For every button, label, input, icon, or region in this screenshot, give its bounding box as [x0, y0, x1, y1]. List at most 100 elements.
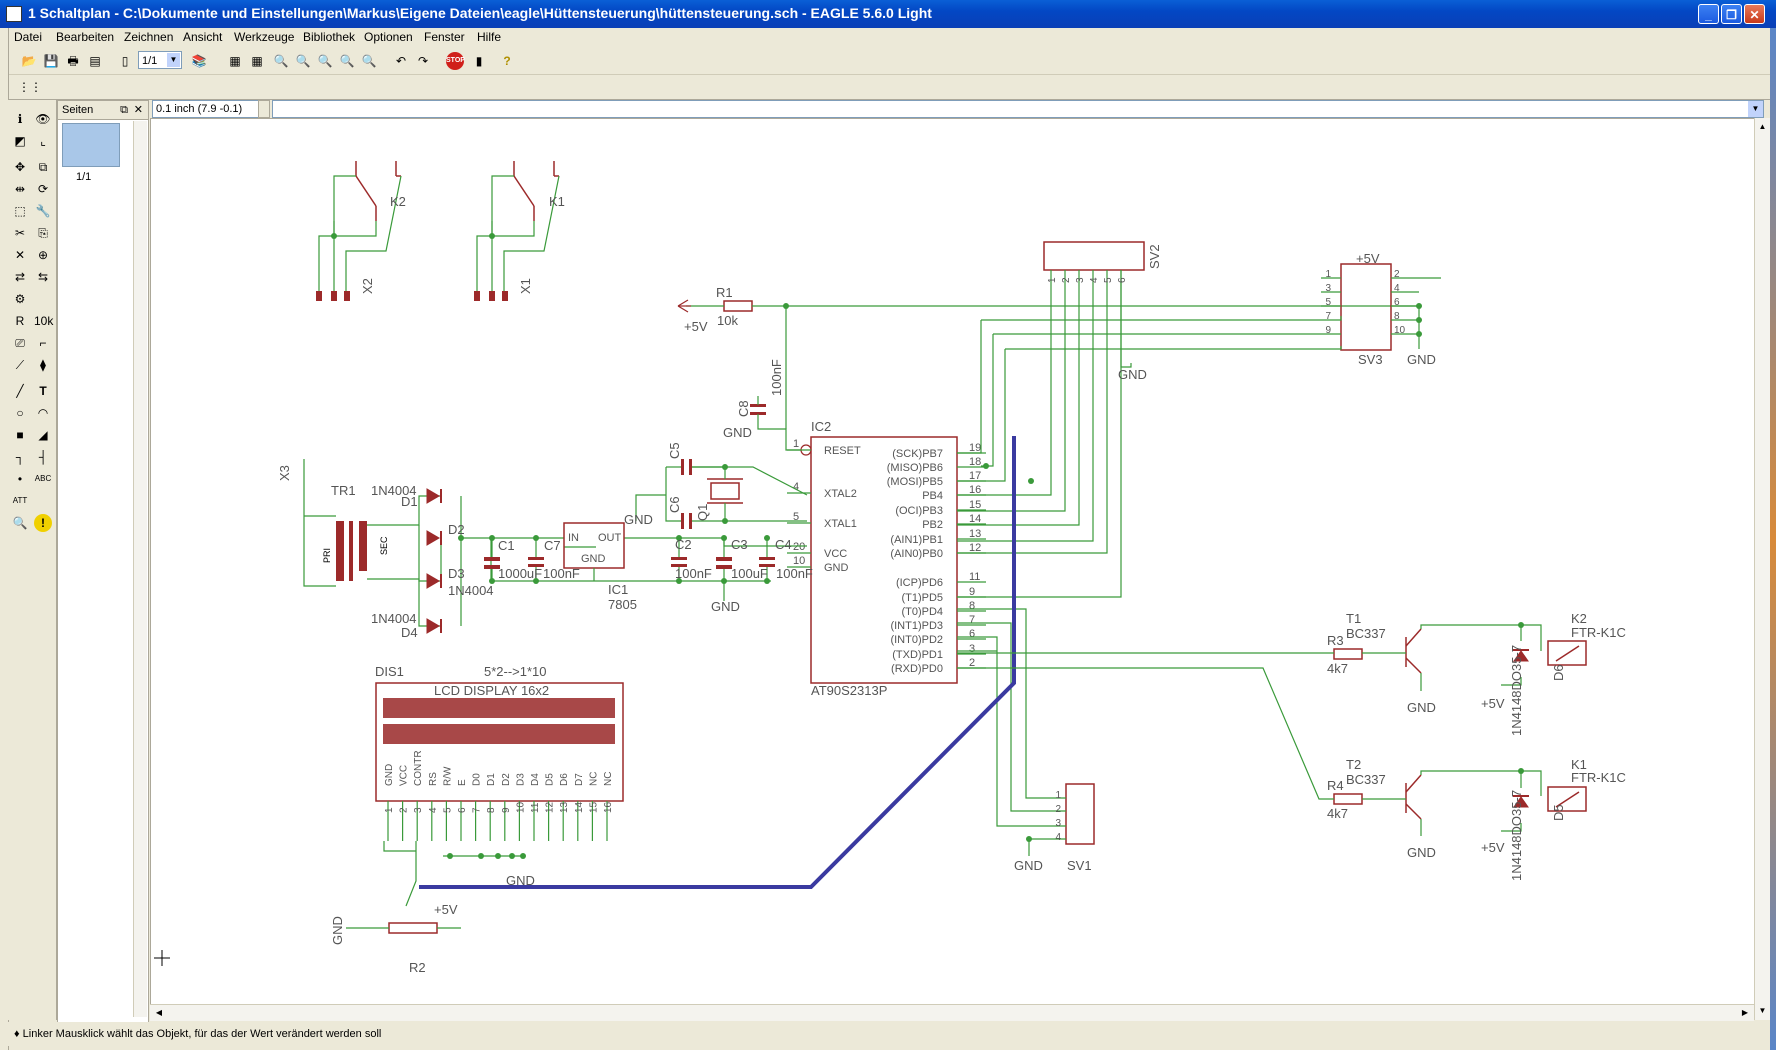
menu-werkzeuge[interactable]: Werkzeuge [234, 30, 295, 44]
menu-datei[interactable]: Datei [14, 30, 43, 44]
circle-icon[interactable]: ○ [16, 406, 24, 420]
potentiometer-r2[interactable] [388, 922, 438, 934]
crystal-q1[interactable] [707, 478, 743, 504]
close-button[interactable]: ✕ [1744, 4, 1765, 24]
command-line-input[interactable] [272, 100, 1764, 118]
transistor-t2[interactable] [1405, 774, 1422, 820]
minimize-button[interactable]: _ [1698, 4, 1719, 24]
stop-icon[interactable]: STOP [446, 52, 465, 70]
pages-scrollbar[interactable] [133, 121, 147, 1017]
scroll-right-icon[interactable]: ▶ [1741, 1008, 1749, 1017]
show-icon[interactable]: 👁 [35, 112, 51, 126]
script-icon[interactable]: ▦ [229, 54, 241, 68]
transformer-tr1[interactable] [336, 521, 367, 581]
header-sv1[interactable] [1065, 783, 1095, 845]
command-history-chevron-down-icon[interactable]: ▼ [1748, 101, 1763, 117]
run-ulp-icon[interactable]: ▦ [251, 54, 263, 68]
menu-optionen[interactable]: Optionen [364, 30, 413, 44]
relay-contact-k2[interactable] [355, 161, 401, 221]
relay-coil-k1[interactable] [1547, 786, 1587, 812]
chevron-down-icon[interactable]: ▼ [167, 53, 180, 67]
attribute-icon[interactable]: ATT [12, 496, 28, 505]
redo-icon[interactable]: ↷ [417, 54, 429, 68]
relay-contact-k1[interactable] [513, 161, 559, 221]
bus-icon[interactable]: ┐ [15, 450, 25, 464]
text-icon[interactable]: T [39, 384, 47, 398]
relay-coil-k2[interactable] [1547, 640, 1587, 666]
replace-icon[interactable]: ⚙ [14, 292, 26, 306]
resistor-r3[interactable] [1333, 648, 1363, 660]
move-icon[interactable]: ✥ [14, 160, 26, 174]
bridge-diodes[interactable] [426, 488, 442, 634]
header-sv2[interactable] [1043, 241, 1145, 271]
undo-icon[interactable]: ↶ [395, 54, 407, 68]
net-icon[interactable]: ┤ [38, 450, 48, 464]
paste-icon[interactable]: ⎘ [38, 226, 48, 240]
resistor-r1[interactable] [723, 300, 753, 312]
polygon-icon[interactable]: ◢ [38, 428, 48, 442]
wire-icon[interactable]: ╱ [16, 384, 24, 398]
freewheel-diodes[interactable] [1513, 649, 1529, 808]
split-icon[interactable]: ⟋ [15, 358, 25, 372]
menu-ansicht[interactable]: Ansicht [183, 30, 223, 44]
cam-icon[interactable]: ▤ [89, 54, 101, 68]
close-panel-icon[interactable]: ✕ [133, 104, 143, 116]
mark-icon[interactable]: ⌞ [40, 134, 46, 148]
mirror-icon[interactable]: ⇹ [14, 182, 26, 196]
sheet-select[interactable]: 1/1 ▼ [138, 51, 182, 69]
scroll-up-icon[interactable]: ▲ [1758, 122, 1767, 131]
vertical-scrollbar[interactable]: ▲ ▼ [1754, 118, 1771, 1020]
rotate-icon[interactable]: ⟳ [37, 182, 49, 196]
help-icon[interactable]: ? [503, 54, 511, 68]
pinswap-icon[interactable]: ⇄ [14, 270, 26, 284]
save-icon[interactable]: 💾 [43, 54, 59, 68]
display-layers-icon[interactable]: ◩ [14, 134, 26, 148]
scroll-left-icon[interactable]: ◀ [155, 1008, 163, 1017]
junction-icon[interactable]: • [17, 472, 23, 486]
name-icon[interactable]: R [15, 314, 25, 328]
scroll-down-icon[interactable]: ▼ [1758, 1006, 1767, 1015]
miter-icon[interactable]: ⌐ [39, 336, 47, 350]
smash-icon[interactable]: ⎚ [15, 336, 25, 350]
menu-bibliothek[interactable]: Bibliothek [303, 30, 356, 44]
zoom-select-icon[interactable]: 🔍 [361, 54, 377, 68]
go-icon[interactable]: ▮ [475, 54, 483, 68]
resistor-r4[interactable] [1333, 793, 1363, 805]
menu-fenster[interactable]: Fenster [424, 30, 465, 44]
use-library-icon[interactable]: 📚 [191, 54, 207, 68]
info-icon[interactable]: ℹ [17, 112, 23, 126]
grid-icon[interactable]: ⋮⋮ [18, 80, 42, 94]
zoom-fit-icon[interactable]: 🔍 [273, 54, 289, 68]
undock-icon[interactable]: ⧉ [120, 104, 128, 116]
invoke-icon[interactable]: ⧫ [40, 358, 46, 372]
header-sv3[interactable] [1340, 263, 1392, 351]
open-icon[interactable]: 📂 [21, 54, 37, 68]
horizontal-scrollbar[interactable]: ◀ ▶ [150, 1004, 1754, 1021]
zoom-in-icon[interactable]: 🔍 [295, 54, 311, 68]
connector-x1[interactable] [474, 291, 508, 301]
add-icon[interactable]: ⊕ [37, 248, 49, 262]
copy-icon[interactable]: ⧉ [38, 160, 48, 174]
value-icon[interactable]: 10k [34, 314, 54, 328]
capacitors-supply[interactable] [484, 557, 775, 569]
zoom-out-icon[interactable]: 🔍 [317, 54, 333, 68]
transistor-t1[interactable] [1405, 628, 1422, 674]
lcd-display-dis1[interactable] [375, 682, 624, 802]
label-icon[interactable]: ABC [34, 474, 52, 483]
arc-icon[interactable]: ◠ [37, 406, 49, 420]
zoom-redraw-icon[interactable]: 🔍 [339, 54, 355, 68]
ic2-body[interactable] [810, 436, 958, 684]
menu-zeichnen[interactable]: Zeichnen [124, 30, 174, 44]
capacitors-xtal[interactable] [681, 404, 766, 529]
rect-icon[interactable]: ■ [16, 428, 24, 442]
menu-bearbeiten[interactable]: Bearbeiten [56, 30, 115, 44]
maximize-button[interactable]: ❐ [1721, 4, 1742, 24]
page-thumbnail[interactable] [62, 123, 120, 167]
group-icon[interactable]: ⬚ [14, 204, 26, 218]
change-icon[interactable]: 🔧 [35, 204, 51, 218]
sheet-icon[interactable]: ▯ [121, 54, 129, 68]
menu-hilfe[interactable]: Hilfe [477, 30, 502, 44]
erc-icon[interactable]: 🔍 [12, 516, 28, 530]
